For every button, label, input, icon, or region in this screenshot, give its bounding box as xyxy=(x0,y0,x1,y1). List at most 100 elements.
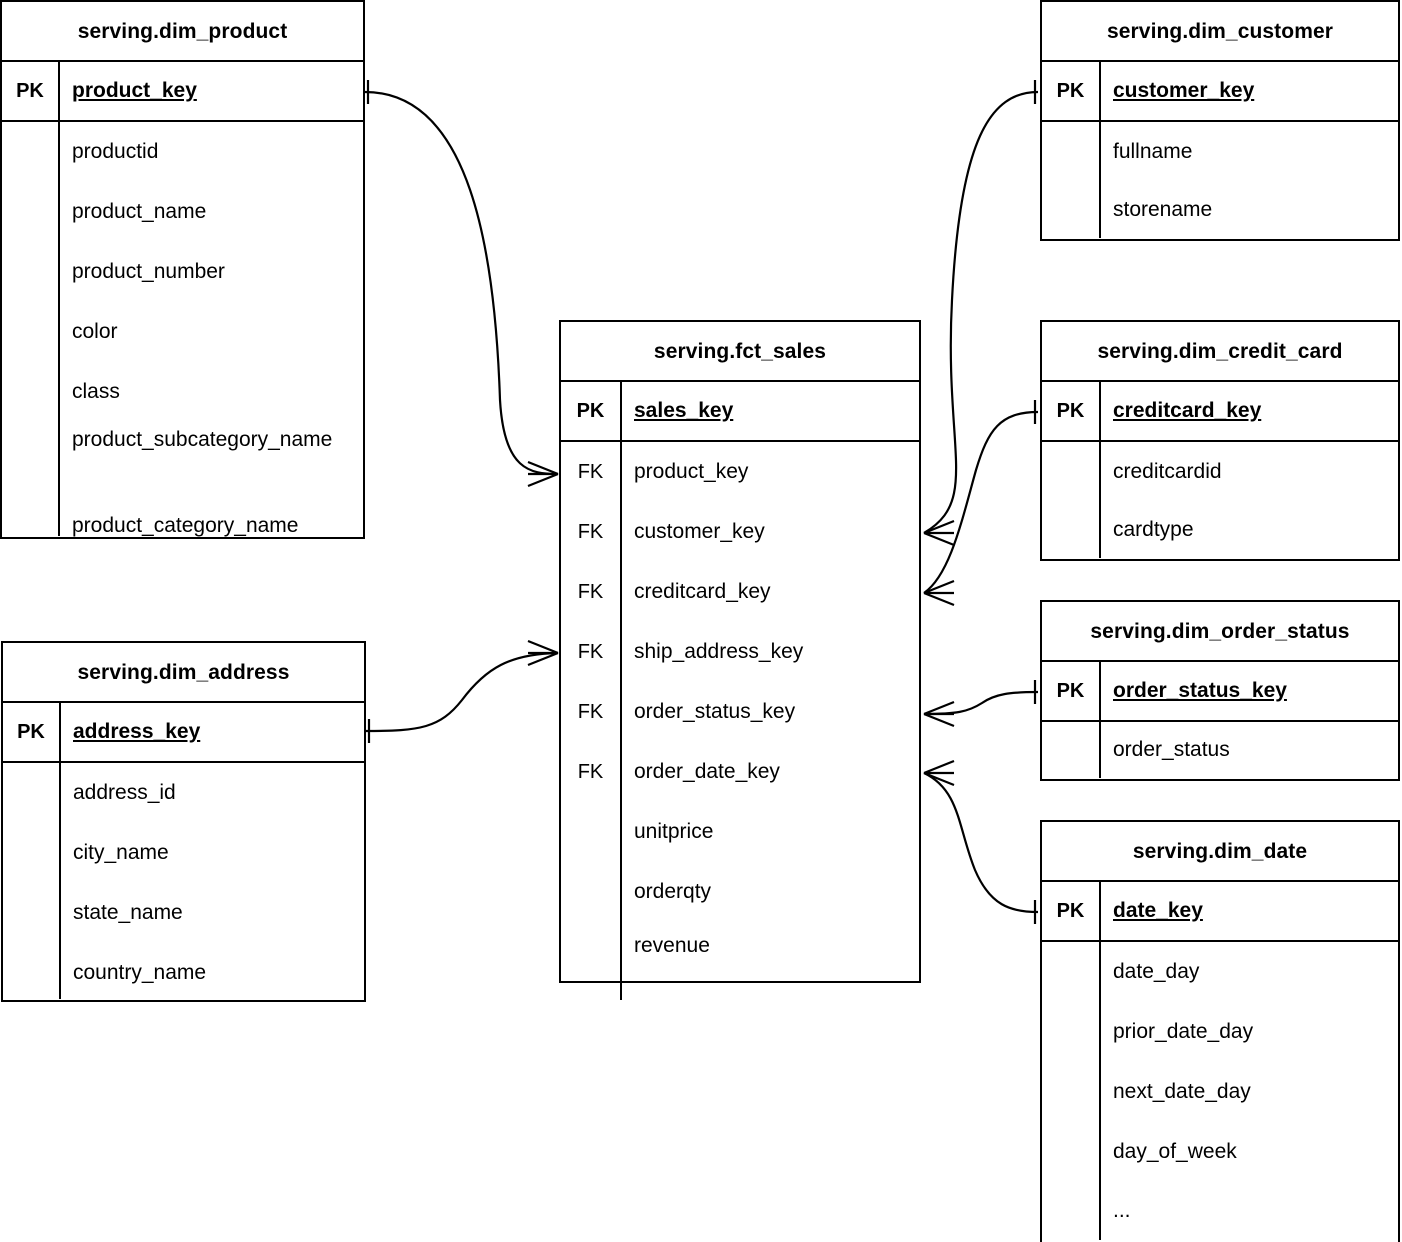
key-gutter xyxy=(561,802,622,862)
measure-name: revenue xyxy=(634,934,710,957)
attribute-list: order_status xyxy=(1101,722,1398,778)
fk-and-measure-block: FK product_key FK customer_key FK credit… xyxy=(561,442,919,1000)
attribute-row: cardtype xyxy=(1113,517,1194,541)
attribute-row: country_name xyxy=(73,960,207,984)
fk-row[interactable]: FK ship_address_key xyxy=(561,622,919,682)
fk-marker: FK xyxy=(561,682,622,742)
attribute-block: order_status xyxy=(1042,722,1398,778)
pk-row[interactable]: PK creditcard_key xyxy=(1042,382,1398,442)
pk-marker: PK xyxy=(2,62,60,120)
attribute-row: fullname xyxy=(1113,139,1193,163)
measure-row: unitprice xyxy=(561,802,919,862)
pk-row[interactable]: PK order_status_key xyxy=(1042,662,1398,722)
fk-marker: FK xyxy=(561,562,622,622)
pk-marker: PK xyxy=(561,382,622,440)
attribute-row: color xyxy=(72,319,118,343)
entity-title: serving.dim_address xyxy=(3,643,364,703)
entity-title: serving.dim_product xyxy=(2,2,363,62)
measure-name: orderqty xyxy=(634,879,712,903)
relationship-creditcard xyxy=(923,400,1039,607)
key-gutter xyxy=(1042,942,1101,1240)
attribute-row: prior_date_day xyxy=(1113,1019,1254,1043)
attribute-block: productid product_name product_number co… xyxy=(2,122,363,537)
attribute-list: address_id city_name state_name country_… xyxy=(61,763,364,999)
entity-dim-address[interactable]: serving.dim_address PK address_key addre… xyxy=(1,641,366,1002)
entity-fct-sales[interactable]: serving.fct_sales PK sales_key FK produc… xyxy=(559,320,921,1000)
pk-name: date_key xyxy=(1113,898,1203,922)
attribute-block: address_id city_name state_name country_… xyxy=(3,763,364,999)
fk-marker: FK xyxy=(561,502,622,562)
measure-name: unitprice xyxy=(634,819,714,843)
entity-title: serving.dim_order_status xyxy=(1042,602,1398,662)
attribute-list: fullname storename xyxy=(1101,122,1398,238)
attribute-row: product_number xyxy=(72,259,225,283)
pk-row[interactable]: PK date_key xyxy=(1042,882,1398,942)
attribute-row: product_category_name xyxy=(72,513,299,537)
pk-row[interactable]: PK sales_key xyxy=(561,382,919,442)
pk-name: address_key xyxy=(73,719,201,743)
crowsfoot-address xyxy=(527,639,559,667)
attribute-list: date_day prior_date_day next_date_day da… xyxy=(1101,942,1398,1240)
entity-title: serving.dim_credit_card xyxy=(1042,322,1398,382)
attribute-block: date_day prior_date_day next_date_day da… xyxy=(1042,942,1398,1240)
pk-row[interactable]: PK address_key xyxy=(3,703,364,763)
attribute-list: productid product_name product_number co… xyxy=(60,122,363,537)
pk-marker: PK xyxy=(1042,382,1101,440)
key-gutter xyxy=(561,922,622,1000)
fk-row[interactable]: FK product_key xyxy=(561,442,919,502)
key-gutter xyxy=(2,122,60,536)
fk-row[interactable]: FK creditcard_key xyxy=(561,562,919,622)
entity-dim-order-status[interactable]: serving.dim_order_status PK order_status… xyxy=(1040,600,1400,781)
key-gutter xyxy=(1042,722,1101,778)
entity-title: serving.dim_date xyxy=(1042,822,1398,882)
fk-row[interactable]: FK order_status_key xyxy=(561,682,919,742)
attribute-row: state_name xyxy=(73,900,183,924)
relationship-product xyxy=(364,80,559,488)
fk-row[interactable]: FK order_date_key xyxy=(561,742,919,802)
fk-marker: FK xyxy=(561,622,622,682)
fk-marker: FK xyxy=(561,442,622,502)
attribute-row: class xyxy=(72,379,120,403)
attribute-row: product_name xyxy=(72,199,207,223)
fk-row[interactable]: FK customer_key xyxy=(561,502,919,562)
entity-dim-customer[interactable]: serving.dim_customer PK customer_key ful… xyxy=(1040,0,1400,241)
key-gutter xyxy=(3,763,61,999)
attribute-row: city_name xyxy=(73,840,169,864)
crowsfoot-creditcard xyxy=(923,579,955,607)
attribute-row: storename xyxy=(1113,197,1213,221)
relationship-orderstatus xyxy=(923,680,1039,728)
entity-dim-date[interactable]: serving.dim_date PK date_key date_day pr… xyxy=(1040,820,1400,1242)
fk-name: order_date_key xyxy=(634,759,780,783)
measure-row: revenue xyxy=(561,922,919,1000)
crowsfoot-customer xyxy=(923,519,955,547)
entity-title: serving.dim_customer xyxy=(1042,2,1398,62)
fk-name: ship_address_key xyxy=(634,639,804,663)
entity-dim-product[interactable]: serving.dim_product PK product_key produ… xyxy=(0,0,365,539)
fk-name: customer_key xyxy=(634,519,765,543)
key-gutter xyxy=(561,862,622,922)
fk-name: creditcard_key xyxy=(634,579,771,603)
crowsfoot-orderstatus xyxy=(923,700,955,728)
entity-dim-credit-card[interactable]: serving.dim_credit_card PK creditcard_ke… xyxy=(1040,320,1400,561)
entity-title: serving.fct_sales xyxy=(561,322,919,382)
attribute-row: productid xyxy=(72,139,159,163)
attribute-block: creditcardid cardtype xyxy=(1042,442,1398,558)
pk-name: product_key xyxy=(72,78,197,102)
pk-name: order_status_key xyxy=(1113,678,1287,702)
key-gutter xyxy=(1042,442,1101,558)
attribute-row: product_subcategory_name xyxy=(72,428,333,451)
pk-row[interactable]: PK customer_key xyxy=(1042,62,1398,122)
relationship-customer xyxy=(923,80,1039,547)
pk-marker: PK xyxy=(3,703,61,761)
crowsfoot-date xyxy=(923,759,955,787)
key-gutter xyxy=(1042,122,1101,238)
attribute-row: address_id xyxy=(73,780,176,804)
fk-name: product_key xyxy=(634,459,749,483)
pk-marker: PK xyxy=(1042,882,1101,940)
pk-row[interactable]: PK product_key xyxy=(2,62,363,122)
crowsfoot-product xyxy=(527,460,559,488)
pk-marker: PK xyxy=(1042,662,1101,720)
attribute-row: next_date_day xyxy=(1113,1079,1251,1103)
pk-name: sales_key xyxy=(634,398,734,422)
